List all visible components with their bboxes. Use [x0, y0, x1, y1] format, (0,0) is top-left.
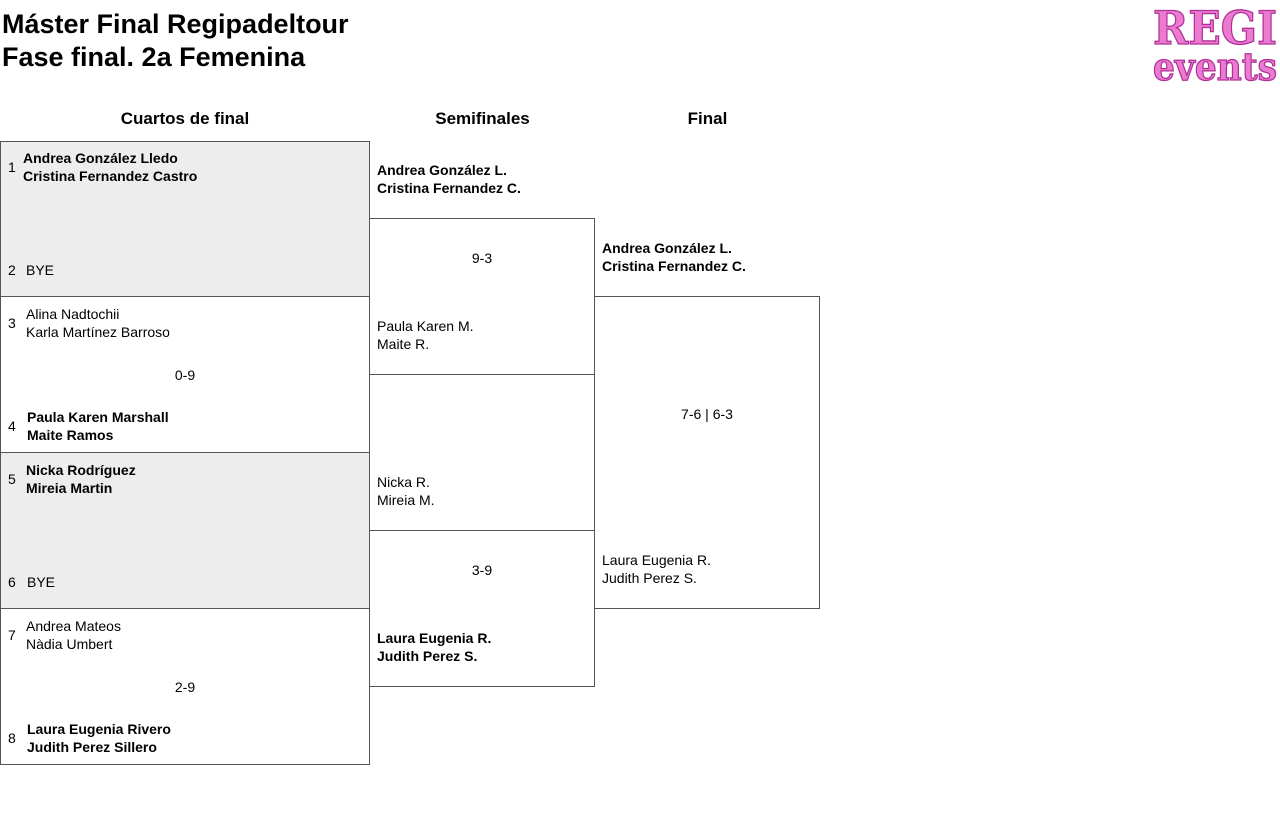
team-entry: Andrea González Lledo Cristina Fernandez…	[23, 149, 197, 185]
page-title: Máster Final Regipadeltour Fase final. 2…	[2, 8, 349, 74]
round-header-final: Final	[687, 109, 728, 128]
semifinal-match-1	[369, 218, 595, 375]
team-entry: Nicka R. Mireia M.	[377, 473, 435, 509]
player-name: Laura Eugenia Rivero	[27, 721, 171, 737]
round-header-quarterfinals: Cuartos de final	[120, 109, 250, 128]
match-score: 9-3	[471, 250, 493, 266]
seed-number: 4	[8, 418, 16, 434]
final-match	[594, 296, 820, 609]
svg-text:REGI: REGI	[1153, 1, 1277, 55]
seed-number: 7	[8, 627, 16, 643]
seed-number: 2	[8, 262, 16, 278]
player-name: Karla Martínez Barroso	[26, 324, 170, 340]
player-name: Maite Ramos	[27, 427, 114, 443]
bye-label: BYE	[26, 262, 55, 278]
team-entry: Andrea Mateos Nàdia Umbert	[26, 617, 121, 653]
team-entry: Andrea González L. Cristina Fernandez C.	[602, 239, 746, 275]
player-name: Mireia M.	[377, 492, 435, 508]
player-name: Judith Perez S.	[377, 648, 478, 664]
quarterfinal-match-1	[0, 141, 370, 297]
team-entry: BYE	[27, 573, 55, 591]
team-entry: Andrea González L. Cristina Fernandez C.	[377, 161, 521, 197]
seed-number: 3	[8, 315, 16, 331]
player-name: Andrea González Lledo	[23, 150, 178, 166]
player-name: Andrea González L.	[377, 162, 507, 178]
regi-events-logo: REGI events	[1152, 0, 1277, 84]
semifinal-match-2	[369, 530, 595, 687]
player-name: Andrea Mateos	[26, 618, 121, 634]
team-entry: Laura Eugenia Rivero Judith Perez Siller…	[27, 720, 171, 756]
match-score: 3-9	[471, 562, 493, 578]
team-entry: Laura Eugenia R. Judith Perez S.	[377, 629, 491, 665]
seed-number: 5	[8, 471, 16, 487]
player-name: Judith Perez S.	[602, 570, 697, 586]
seed-number: 6	[8, 574, 16, 590]
player-name: Paula Karen M.	[377, 318, 474, 334]
quarterfinal-match-3	[0, 452, 370, 609]
player-name: Judith Perez Sillero	[27, 739, 157, 755]
team-entry: Nicka Rodríguez Mireia Martin	[26, 461, 136, 497]
player-name: Andrea González L.	[602, 240, 732, 256]
seed-number: 1	[8, 159, 16, 175]
player-name: Laura Eugenia R.	[377, 630, 492, 646]
bye-label: BYE	[27, 574, 56, 590]
match-score: 2-9	[174, 679, 196, 695]
player-name: Nàdia Umbert	[26, 636, 113, 652]
round-header-semifinals: Semifinales	[435, 109, 530, 128]
team-entry: Laura Eugenia R. Judith Perez S.	[602, 551, 711, 587]
player-name: Alina Nadtochii	[26, 306, 120, 322]
team-entry: Paula Karen M. Maite R.	[377, 317, 474, 353]
quarterfinal-match-4	[0, 608, 370, 765]
team-entry: BYE	[26, 261, 54, 279]
player-name: Nicka Rodríguez	[26, 462, 136, 478]
phase-name: Fase final. 2a Femenina	[2, 42, 306, 72]
svg-text:events: events	[1153, 44, 1277, 84]
player-name: Nicka R.	[377, 474, 430, 490]
team-entry: Paula Karen Marshall Maite Ramos	[27, 408, 169, 444]
player-name: Laura Eugenia R.	[602, 552, 711, 568]
team-entry: Alina Nadtochii Karla Martínez Barroso	[26, 305, 170, 341]
player-name: Cristina Fernandez C.	[377, 180, 521, 196]
seed-number: 8	[8, 730, 16, 746]
player-name: Cristina Fernandez C.	[602, 258, 746, 274]
player-name: Paula Karen Marshall	[27, 409, 169, 425]
match-score: 0-9	[174, 367, 196, 383]
player-name: Maite R.	[377, 336, 430, 352]
match-score: 7-6 | 6-3	[681, 406, 733, 422]
player-name: Cristina Fernandez Castro	[23, 168, 198, 184]
player-name: Mireia Martin	[26, 480, 113, 496]
tournament-name: Máster Final Regipadeltour	[2, 9, 349, 39]
